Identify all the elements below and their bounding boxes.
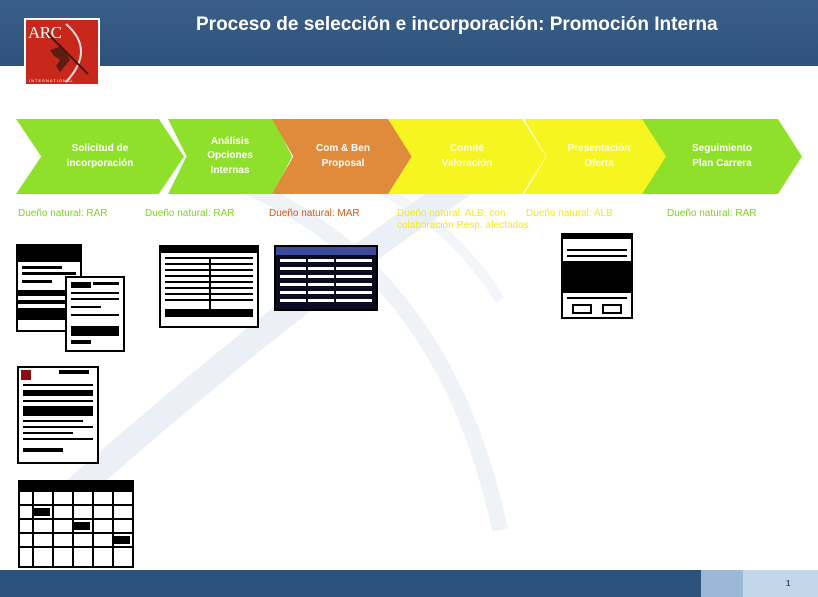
document-thumbnail-comben[interactable]	[274, 245, 378, 311]
process-step-seguimiento[interactable]: Seguimiento Plan Carrera	[642, 119, 802, 194]
owner-caption-oferta: Dueño natural: ALB	[526, 208, 613, 219]
process-step-label: Seguimiento Plan Carrera	[691, 143, 752, 169]
owner-caption-solicitud: Dueño natural: RAR	[18, 208, 108, 219]
page-number: 1	[786, 579, 791, 588]
company-logo: ARC INTERNATIONAL	[26, 20, 98, 84]
slide-footer	[0, 570, 818, 597]
footer-accent-mid	[701, 570, 743, 597]
process-step-comite[interactable]: Comité Valoración	[388, 119, 546, 194]
slide-title: Proceso de selección e incorporación: Pr…	[196, 14, 718, 35]
document-thumbnail-solicitud-b[interactable]	[65, 276, 125, 352]
document-thumbnail-form[interactable]	[17, 366, 99, 464]
owner-caption-comben: Dueño natural: MAR	[269, 208, 360, 219]
document-thumbnail-table[interactable]	[18, 480, 134, 568]
slide-header	[0, 0, 818, 66]
logo-subtext: INTERNATIONAL	[29, 78, 74, 83]
archer-icon	[45, 23, 89, 83]
process-step-label: Presentación Oferta	[567, 143, 631, 169]
process-step-solicitud[interactable]: Solicitud de incorporación	[16, 119, 184, 194]
owner-caption-comite: Dueño natural: ALB, con colaboración Res…	[397, 208, 529, 231]
logo-text: ARC	[28, 23, 62, 42]
process-step-label: Análisis Opciones Internas	[207, 135, 253, 176]
process-step-analisis[interactable]: Análisis Opciones Internas	[168, 119, 292, 194]
owner-caption-seguimiento: Dueño natural: RAR	[667, 208, 757, 219]
process-step-label: Com & Ben Proposal	[316, 143, 370, 169]
owner-caption-analisis: Dueño natural: RAR	[145, 208, 235, 219]
process-step-oferta[interactable]: Presentación Oferta	[524, 119, 674, 194]
process-step-label: Comité Valoración	[441, 143, 493, 169]
document-thumbnail-oferta[interactable]	[561, 233, 633, 319]
process-step-label: Solicitud de incorporación	[66, 143, 134, 169]
document-thumbnail-analisis[interactable]	[159, 245, 259, 328]
process-step-comben[interactable]: Com & Ben Proposal	[272, 119, 414, 194]
